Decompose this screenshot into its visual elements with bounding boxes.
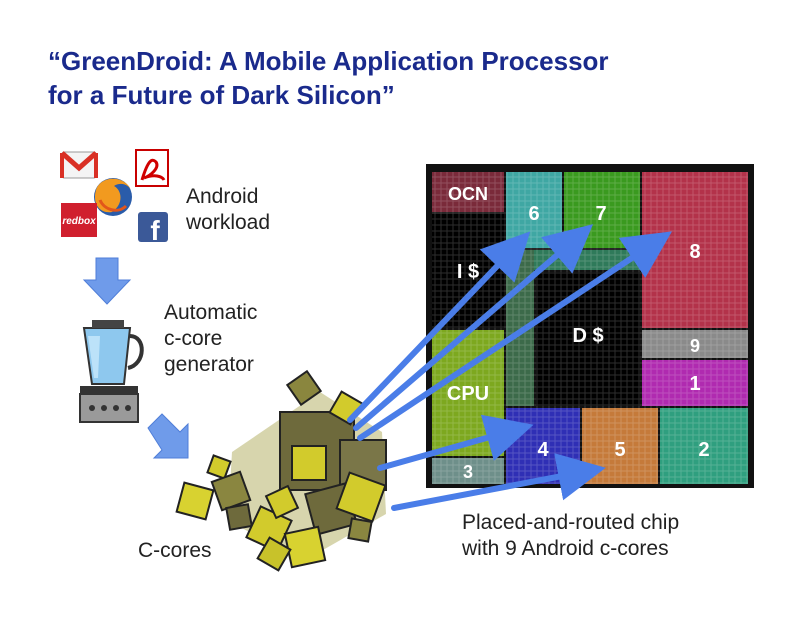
label-c4: 4	[537, 439, 549, 461]
generator-line-2: c-core	[164, 327, 223, 350]
generator-label: Automatic c-core generator	[164, 300, 257, 378]
facebook-text: f	[150, 215, 160, 246]
arrow-to-c5	[391, 453, 606, 511]
workload-line-2: workload	[186, 211, 271, 234]
label-cpu: CPU	[447, 383, 489, 405]
workload-line-1: Android	[186, 185, 259, 208]
arrow-to-c4	[377, 414, 534, 471]
label-c7: 7	[595, 203, 606, 225]
down-arrow-2	[147, 413, 189, 459]
ccores-label: C-cores	[138, 538, 212, 564]
redbox-icon: redbox	[61, 203, 97, 237]
blender-icon	[79, 320, 144, 423]
firefox-icon	[94, 178, 132, 216]
generator-line-1: Automatic	[164, 301, 258, 324]
chip-caption: Placed-and-routed chip with 9 Android c-…	[462, 510, 679, 562]
ccores-text: C-cores	[138, 539, 212, 562]
label-ocn: OCN	[448, 184, 488, 204]
acrobat-icon	[135, 149, 169, 187]
label-c5: 5	[614, 439, 625, 461]
chip-caption-line-1: Placed-and-routed chip	[462, 511, 680, 534]
label-c6: 6	[528, 203, 539, 225]
label-icache: I $	[457, 261, 479, 283]
redbox-text: redbox	[62, 216, 96, 227]
gmail-icon	[60, 151, 98, 179]
label-c3: 3	[463, 462, 473, 482]
chip: OCN 6 7 8 I $ D $ 9 1 CPU 3 4 5 2	[426, 164, 754, 488]
arrow-to-c7	[353, 224, 594, 431]
label-dcache: D $	[572, 325, 603, 347]
arrow-to-c6	[347, 231, 531, 423]
title-line-1: “GreenDroid: A Mobile Application Proces…	[48, 46, 609, 76]
down-arrow-1	[82, 257, 132, 305]
generator-line-3: generator	[164, 353, 254, 376]
label-c2: 2	[698, 439, 709, 461]
arrow-to-c8	[357, 231, 673, 441]
label-c1: 1	[689, 373, 700, 395]
facebook-icon: f	[138, 212, 168, 246]
chip-caption-line-2: with 9 Android c-cores	[462, 537, 669, 560]
mapping-arrows	[347, 224, 673, 511]
title-line-2: for a Future of Dark Silicon”	[48, 80, 395, 110]
android-workload-label: Android workload	[186, 184, 270, 236]
label-c9: 9	[690, 336, 700, 356]
label-c8: 8	[689, 241, 700, 263]
slide-title: “GreenDroid: A Mobile Application Proces…	[48, 44, 768, 112]
